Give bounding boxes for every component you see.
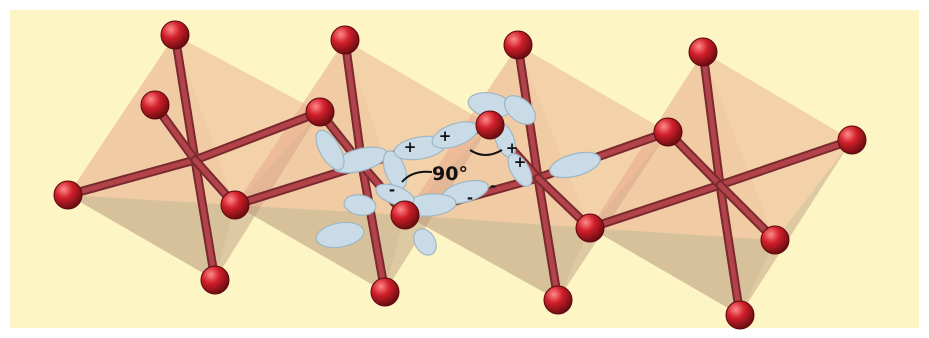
angle-arc-left (401, 170, 433, 183)
metal-oxygen-bond (535, 175, 561, 303)
oxygen-atom (200, 265, 230, 295)
orbital-lobe (507, 153, 533, 187)
octahedron-face (703, 52, 852, 240)
orbital-lobe (375, 183, 415, 207)
oxygen-atom (725, 300, 755, 330)
oxygen-atom (305, 97, 335, 127)
angle-arc-right (469, 149, 503, 156)
orbital-sign: + (514, 153, 527, 171)
octahedron-face (518, 45, 668, 228)
metal-oxygen-bond (587, 182, 723, 231)
oxygen-atom (390, 200, 420, 230)
orbital-sign: + (439, 127, 452, 145)
orbital-lobe (315, 129, 345, 171)
oxygen-atom (220, 190, 250, 220)
orbital-sign: + (404, 138, 417, 156)
oxygen-atom (370, 277, 400, 307)
orbital-lobe (503, 95, 537, 125)
octahedron-face (175, 35, 320, 205)
oxygen-atom (760, 225, 790, 255)
oxygen-atom (140, 90, 170, 120)
oxygen-atom (53, 180, 83, 210)
orbital-phase-signs: ++++--- (389, 127, 526, 207)
oxygen-atom (475, 110, 505, 140)
orbital-sign: - (467, 189, 473, 207)
metal-oxygen-bond (192, 109, 323, 163)
orbital-sign: + (506, 139, 519, 157)
oxygen-atom (837, 125, 867, 155)
angle-label: 90° (432, 163, 468, 185)
oxygen-atom (160, 20, 190, 50)
metal-oxygen-bond (342, 37, 365, 168)
octahedron-face (68, 195, 235, 280)
octahedron-face (345, 40, 490, 215)
metal-oxygen-bond (717, 137, 855, 188)
metal-oxygen-bond (172, 32, 198, 163)
oxygen-atom (330, 25, 360, 55)
orbital-lobe (343, 194, 377, 216)
octahedron-face (235, 205, 405, 292)
oxygen-atoms (53, 20, 867, 330)
metal-oxygen-bond (717, 182, 743, 318)
superexchange-angle: 90° (401, 149, 503, 185)
oxygen-atom (653, 117, 683, 147)
oxygen-atom (575, 213, 605, 243)
metal-oxygen-bond (359, 162, 388, 295)
oxygen-atom (688, 37, 718, 67)
orbital-sign: - (389, 181, 395, 199)
metal-oxygen-bond (700, 49, 723, 188)
orbital-lobe (315, 221, 365, 249)
metal-oxygen-bond (65, 157, 198, 198)
oxygen-atom (543, 285, 573, 315)
oxygen-atom (503, 30, 533, 60)
orbital-lobe (413, 228, 437, 256)
orbital-lobe (549, 151, 601, 179)
orbital-sign: - (490, 177, 496, 195)
metal-oxygen-bond (192, 157, 218, 283)
octahedron-face (740, 140, 852, 315)
